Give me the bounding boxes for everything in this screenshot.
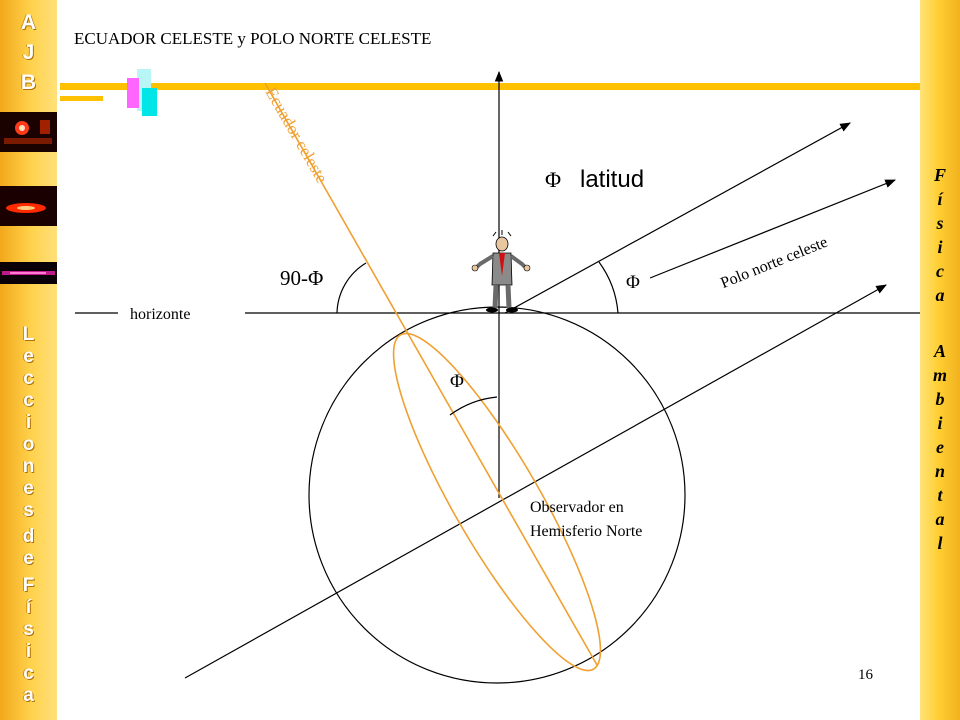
- brand-letter: J: [22, 41, 35, 64]
- subject-letter: e: [936, 437, 944, 457]
- laser-photo-image: [0, 186, 57, 226]
- complement-angle-label: 90-Φ: [280, 266, 324, 290]
- series-letter: a: [23, 685, 34, 706]
- subject-letter: l: [937, 533, 943, 553]
- subject-letter: s: [936, 213, 944, 233]
- series-letter: í: [25, 597, 32, 618]
- angle-arc-phi-center: [449, 396, 498, 416]
- series-letter: o: [22, 434, 35, 455]
- subject-letter: t: [937, 485, 943, 505]
- spectrum-photo-image: [0, 262, 57, 284]
- subject-letter: c: [936, 261, 944, 281]
- subject-letter: i: [937, 413, 943, 433]
- celestial-equator-line: [264, 82, 598, 666]
- brand-letter: A: [20, 11, 37, 34]
- celestial-equator-ellipse: [392, 332, 602, 672]
- slide-title: ECUADOR CELESTE y POLO NORTE CELESTE: [74, 29, 432, 48]
- subject-letter: n: [934, 461, 945, 481]
- observer-figure: [471, 230, 531, 313]
- series-letter: n: [22, 456, 35, 477]
- observer-label-line2: Hemisferio Norte: [530, 523, 643, 540]
- series-letter: c: [23, 390, 34, 411]
- series-letter: e: [23, 478, 34, 499]
- right-decorative-band: [920, 0, 960, 720]
- laser-photo-thumbnail: [0, 186, 57, 226]
- series-letter: i: [25, 641, 32, 662]
- subject-letter: a: [935, 285, 945, 305]
- lab-photo-image: [0, 112, 57, 152]
- angle-arc-phi-right: [598, 261, 619, 314]
- latitude-label: latitud: [580, 166, 645, 193]
- series-letter: s: [23, 500, 34, 521]
- subject-letter: b: [935, 389, 945, 409]
- subject-letter: m: [932, 365, 947, 385]
- pole-direction-arrow: [649, 179, 897, 279]
- angle-arc-complement: [336, 262, 367, 314]
- series-letter: e: [23, 548, 34, 569]
- series-letter: L: [22, 324, 35, 345]
- phi-angle-label-center: Φ: [450, 371, 464, 392]
- series-letter: i: [25, 412, 32, 433]
- subject-letter: A: [933, 341, 946, 361]
- series-letter: F: [22, 575, 35, 596]
- spectrum-photo-thumbnail: [0, 262, 57, 284]
- series-letter: s: [23, 619, 34, 640]
- subject-letter: a: [935, 509, 945, 529]
- series-letter: d: [22, 526, 35, 547]
- latitude-symbol: Φ: [545, 167, 562, 192]
- subject-letter: F: [933, 165, 946, 185]
- series-letter: c: [23, 368, 34, 389]
- celestial-sphere: [308, 306, 686, 684]
- horizon-label: horizonte: [130, 306, 191, 323]
- lab-photo-thumbnail: [0, 112, 57, 152]
- page-number: 16: [858, 667, 873, 683]
- subject-letter: i: [937, 237, 943, 257]
- observer-label-line1: Observador en: [530, 499, 624, 516]
- brand-letter: B: [20, 71, 37, 94]
- subject-letter: í: [937, 189, 943, 209]
- series-letter: e: [23, 346, 34, 367]
- latitude-direction-arrow: [504, 122, 851, 314]
- series-letter: c: [23, 663, 34, 684]
- phi-angle-label-right: Φ: [626, 272, 640, 293]
